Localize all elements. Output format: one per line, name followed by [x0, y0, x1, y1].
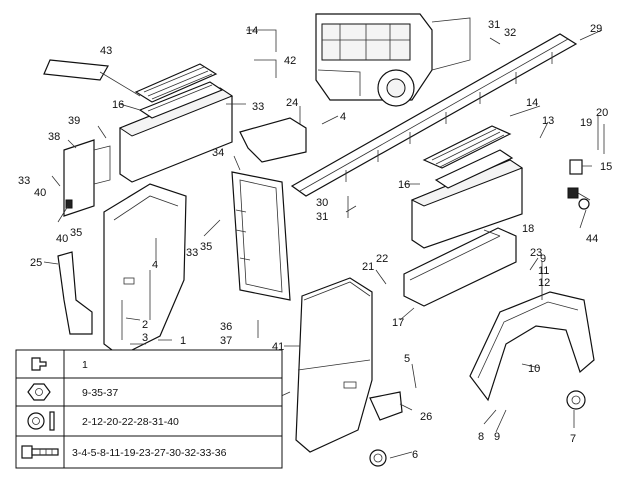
callout-14: 14: [246, 25, 258, 37]
step-support: [403, 227, 517, 307]
right-storage-box: [410, 125, 524, 249]
callout-1: 1: [180, 335, 186, 347]
callout-36: 36: [220, 321, 232, 333]
top-storage-box: [118, 63, 234, 183]
legend-text-nut: 9-35-37: [82, 387, 118, 399]
fender-cover: [295, 277, 373, 453]
callout-12: 12: [538, 277, 550, 289]
fastener-legend: 1 9-35-37 2-12-20-22-28-31-40 3-4-5-8-11…: [15, 349, 283, 469]
callout-8: 8: [478, 431, 484, 443]
callout-25: 25: [30, 257, 42, 269]
small-bracket: [369, 391, 403, 421]
callout-23: 23: [530, 247, 542, 259]
callout-34: 34: [212, 147, 224, 159]
callout-16: 16: [112, 99, 124, 111]
nut-7: [566, 390, 586, 410]
callout-7: 7: [570, 433, 576, 445]
callout-42: 42: [284, 55, 296, 67]
callout-31: 31: [316, 211, 328, 223]
callout-13: 13: [542, 115, 554, 127]
callout-40b: 40: [56, 233, 68, 245]
callout-29: 29: [590, 23, 602, 35]
callout-30: 30: [316, 197, 328, 209]
callout-40: 40: [34, 187, 46, 199]
callout-3: 3: [142, 332, 148, 344]
callout-31b: 31: [488, 19, 500, 31]
side-panel: [103, 183, 187, 357]
hook-bracket: [57, 251, 93, 335]
callout-33b: 33: [186, 247, 198, 259]
callout-38: 38: [48, 131, 60, 143]
callout-33c: 33: [252, 101, 264, 113]
callout-5: 5: [404, 353, 410, 365]
callout-labels: 1 2 3 4 4 5 6 7 8 9 9 10 11 12 13 14 14 …: [18, 19, 612, 461]
callout-21: 21: [362, 261, 374, 273]
callout-4: 4: [152, 259, 158, 271]
washer-icon: [27, 411, 55, 431]
callout-44: 44: [586, 233, 598, 245]
latch-and-lock: [567, 159, 591, 210]
callout-22: 22: [376, 253, 388, 265]
callout-35b: 35: [200, 241, 212, 253]
callout-15: 15: [600, 161, 612, 173]
callout-20: 20: [596, 107, 608, 119]
flat-pad: [43, 59, 109, 81]
callout-32: 32: [504, 27, 516, 39]
callout-33: 33: [18, 175, 30, 187]
callout-18: 18: [522, 223, 534, 235]
callout-9b: 9: [540, 253, 546, 265]
nut-icon: [27, 383, 51, 401]
screw-icon: [31, 357, 47, 371]
callout-10: 10: [528, 363, 540, 375]
callout-24: 24: [286, 97, 298, 109]
bolt-icon: [21, 445, 59, 459]
callout-39: 39: [68, 115, 80, 127]
long-rail: [290, 33, 578, 197]
callout-4b: 4: [340, 111, 346, 123]
callout-35: 35: [70, 227, 82, 239]
legend-text-screw: 1: [82, 359, 88, 371]
legend-text-bolt: 3-4-5-8-11-19-23-27-30-32-33-36: [72, 447, 227, 459]
curved-bracket: [239, 117, 307, 163]
mounting-frame: [231, 171, 291, 301]
truck-cab: [315, 13, 471, 107]
callout-11: 11: [538, 265, 549, 277]
callout-2: 2: [142, 319, 148, 331]
callout-9: 9: [494, 431, 500, 443]
callout-16b: 16: [398, 179, 410, 191]
nut-6: [369, 449, 387, 467]
callout-17: 17: [392, 317, 404, 329]
callout-6: 6: [412, 449, 418, 461]
callout-37: 37: [220, 335, 232, 347]
callout-43: 43: [100, 45, 112, 57]
legend-text-washer: 2-12-20-22-28-31-40: [82, 416, 179, 428]
side-bracket: [63, 139, 111, 217]
callout-26: 26: [420, 411, 432, 423]
leader-lines: [43, 29, 605, 459]
rear-fender: [469, 291, 595, 402]
callout-14b: 14: [526, 97, 538, 109]
callout-19: 19: [580, 117, 592, 129]
